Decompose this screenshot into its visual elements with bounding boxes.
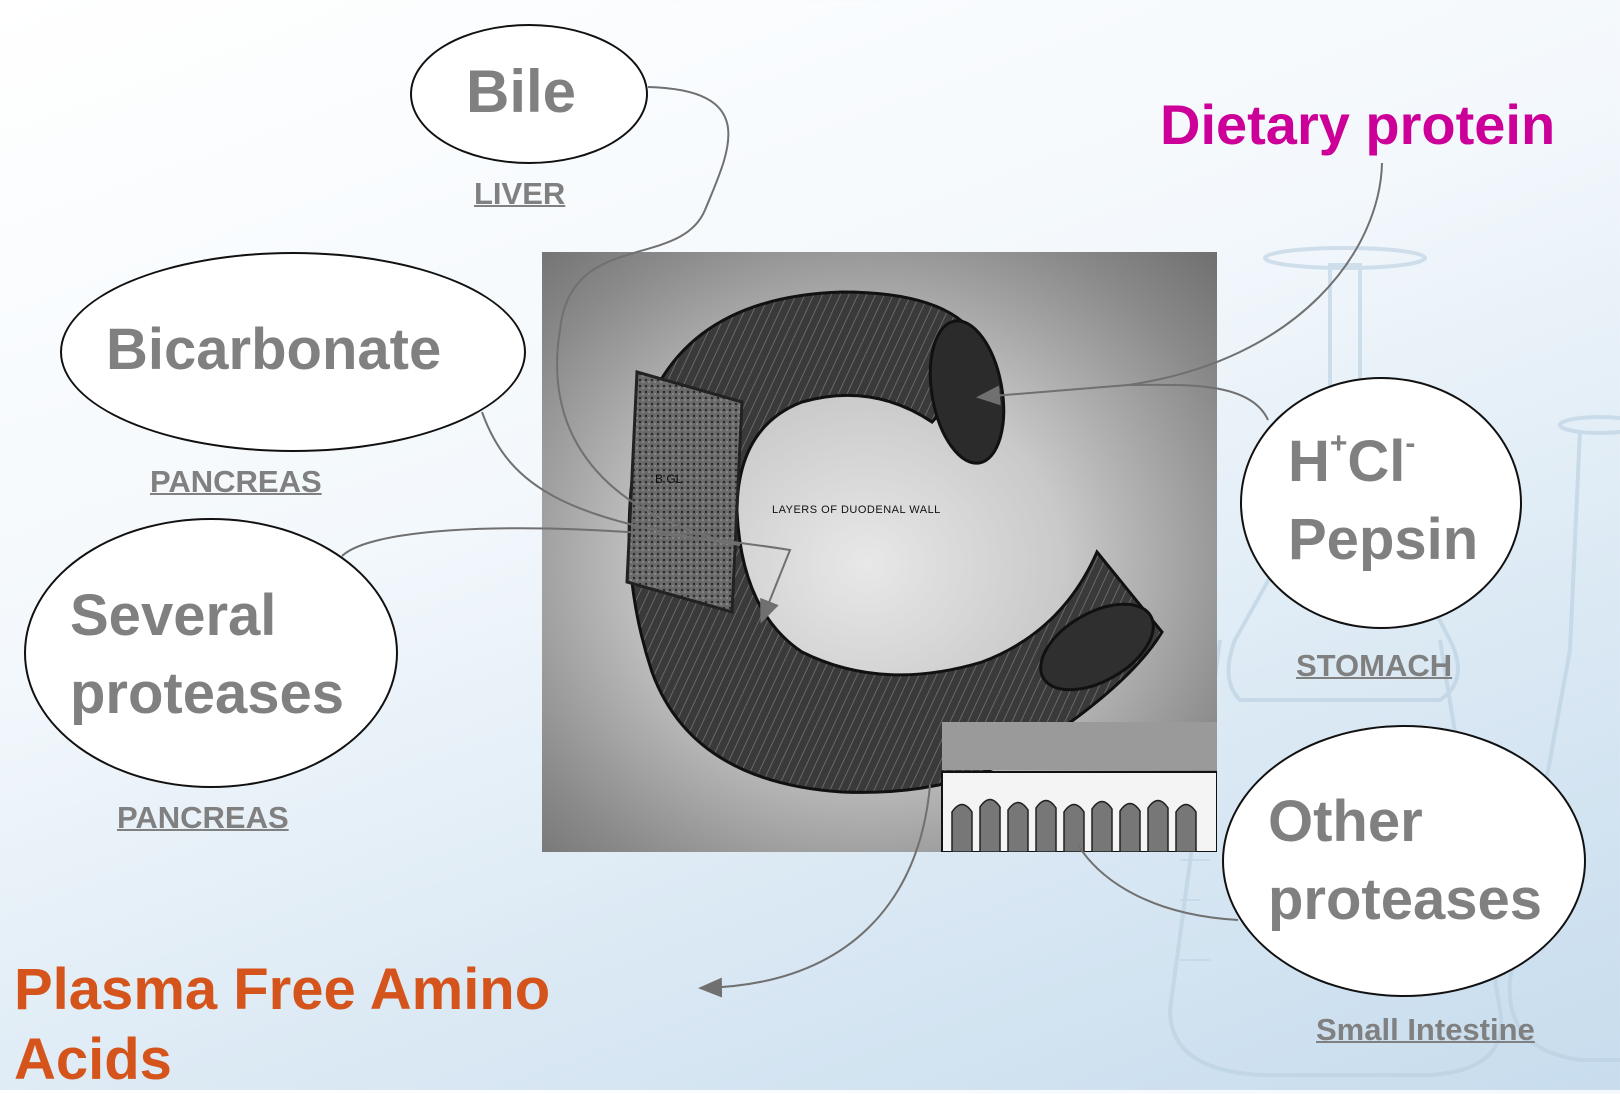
chloride-symbol: Cl (1347, 429, 1405, 494)
hcl-label: H+Cl- (1288, 430, 1415, 495)
minus-charge: - (1405, 427, 1415, 460)
small-intestine-organ-label: Small Intestine (1316, 1012, 1535, 1048)
dietary-protein-connector (980, 163, 1382, 397)
dietary-protein-label: Dietary protein (1160, 92, 1555, 157)
several-proteases-line1: Several (70, 584, 276, 649)
plus-charge: + (1330, 427, 1348, 460)
bicarbonate-organ-label: PANCREAS (150, 464, 322, 500)
several-proteases-organ-label: PANCREAS (117, 800, 289, 836)
bicarbonate-connector (482, 412, 740, 545)
output-connector (702, 785, 930, 988)
other-proteases-line1: Other (1268, 790, 1423, 855)
other-proteases-bubble (1222, 725, 1586, 997)
bile-label: Bile (466, 58, 576, 125)
several-proteases-line2: proteases (70, 662, 344, 727)
other-proteases-line2: proteases (1268, 868, 1542, 933)
hydrogen-symbol: H (1288, 429, 1330, 494)
other-proteases-connector (1078, 845, 1238, 920)
liver-organ-label: LIVER (474, 176, 565, 212)
hcl-pepsin-bubble (1240, 377, 1522, 629)
stomach-organ-label: STOMACH (1296, 648, 1452, 684)
output-line1: Plasma Free Amino (14, 955, 654, 1025)
output-line2: Acids (14, 1025, 654, 1094)
bicarbonate-label: Bicarbonate (106, 318, 441, 383)
hcl-pepsin-connector (1128, 385, 1268, 420)
pepsin-label: Pepsin (1288, 508, 1478, 573)
plasma-free-amino-acids-label: Plasma Free Amino Acids (14, 955, 654, 1094)
several-proteases-bubble (24, 518, 398, 788)
